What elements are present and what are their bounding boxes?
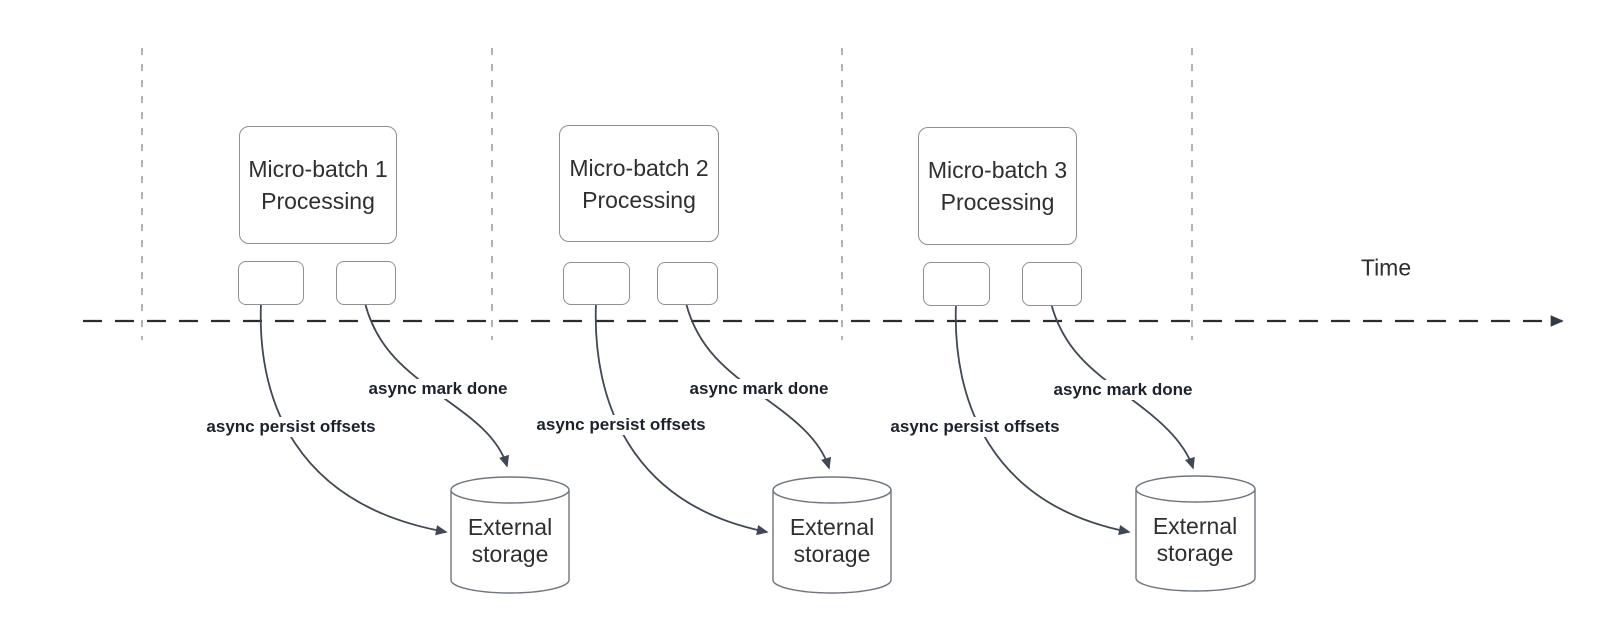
persist-offsets-label-3: async persist offsets bbox=[888, 417, 1062, 437]
external-storage-cylinder-2 bbox=[772, 476, 892, 594]
micro-batch-3-title-line2: Processing bbox=[940, 189, 1055, 215]
external-storage-label-2-line1: External bbox=[789, 514, 875, 540]
micro-batch-3-title-line1: Micro-batch 3 bbox=[927, 157, 1068, 183]
micro-batch-2-offset-task-box bbox=[563, 262, 630, 305]
external-storage-cylinder-3 bbox=[1135, 475, 1256, 592]
micro-batch-1-title-line1: Micro-batch 1 bbox=[248, 156, 388, 182]
micro-batch-2-title-line2: Processing bbox=[582, 186, 696, 213]
mark-done-label-2: async mark done bbox=[687, 379, 831, 399]
micro-batch-1-markdone-task-box bbox=[336, 261, 396, 305]
micro-batch-1-offset-task-box bbox=[238, 261, 304, 305]
time-axis-label: Time bbox=[1360, 254, 1412, 281]
micro-batch-3-markdone-task-box bbox=[1022, 262, 1082, 306]
external-storage-label-1: External storage bbox=[468, 514, 552, 568]
persist-offsets-arrow-1 bbox=[259, 302, 448, 536]
external-storage-label-2: External storage bbox=[790, 514, 874, 568]
micro-batch-1-title-line2: Processing bbox=[261, 188, 375, 214]
persist-offsets-arrow-3 bbox=[954, 302, 1131, 536]
micro-batch-2-title-line1: Micro-batch 2 bbox=[569, 154, 709, 181]
persist-offsets-label-1: async persist offsets bbox=[204, 417, 378, 437]
micro-batch-2-box: Micro-batch 2 Processing bbox=[559, 125, 719, 242]
persist-offsets-label-2: async persist offsets bbox=[534, 415, 708, 435]
external-storage-label-1-line1: External bbox=[467, 514, 553, 540]
mark-done-label-1: async mark done bbox=[366, 379, 510, 399]
micro-batch-2-markdone-task-box bbox=[657, 262, 718, 305]
micro-batch-3-box: Micro-batch 3 Processing bbox=[918, 127, 1077, 245]
micro-batch-3-offset-task-box bbox=[923, 262, 990, 306]
external-storage-label-2-line2: storage bbox=[793, 541, 871, 567]
external-storage-label-1-line2: storage bbox=[471, 541, 549, 567]
mark-done-label-3: async mark done bbox=[1051, 380, 1195, 400]
external-storage-cylinder-1 bbox=[450, 476, 570, 594]
external-storage-label-3-line2: storage bbox=[1156, 540, 1234, 566]
micro-batch-1-box: Micro-batch 1 Processing bbox=[239, 126, 397, 244]
external-storage-label-3: External storage bbox=[1153, 513, 1237, 567]
persist-offsets-arrow-2 bbox=[594, 302, 769, 536]
external-storage-label-3-line1: External bbox=[1152, 513, 1238, 539]
